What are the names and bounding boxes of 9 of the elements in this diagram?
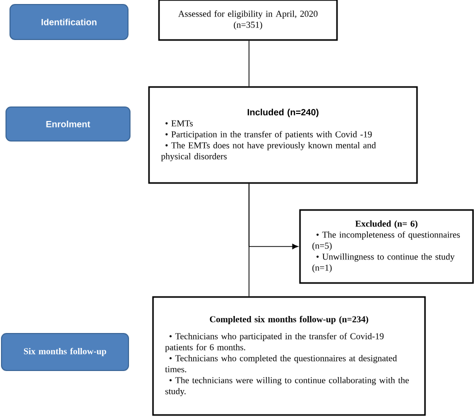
process-box: Excluded (n= 6) • The incompleteness of questionnaires (n=5) • Unwillingness to continue the study (n=1) [299,209,474,284]
stage-box: Identification [10,4,128,40]
stage-box: Six months follow-up [1,333,129,371]
stage-box: Enrolment [6,106,130,142]
process-box: Included (n=240) • EMTs • Participation in the transfer of patients with Covid -19 • The EMTs does not have previously known mental and physical disorders [148,86,418,184]
process-box: Assessed for eligibility in April, 2020 (n=351) [158,0,338,41]
process-box: Completed six months follow-up (n=234) • Technicians who participated in the transfer of Covid-19 patients for 6 months. • Technicians who completed the questionnaires at designated times. • The technicians were willing to continue collaborating with the study. [152,296,426,416]
connector [248,40,250,87]
connector [248,183,298,250]
